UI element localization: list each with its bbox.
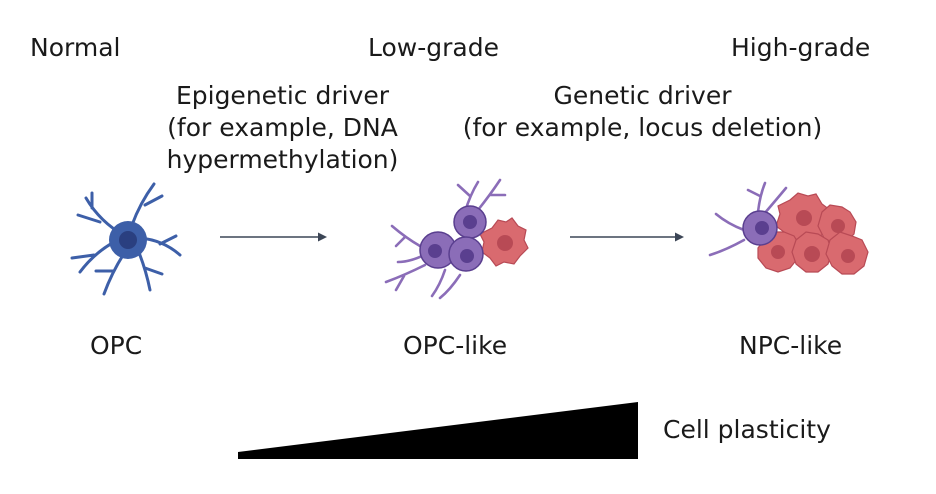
epigenetic-driver-line-3: hypermethylation) [166, 145, 399, 174]
epigenetic-driver-line-1: Epigenetic driver [175, 81, 390, 110]
stage-low-grade-label: Low-grade [368, 33, 499, 62]
opc-like-cluster-icon [384, 178, 529, 300]
arrow-genetic [570, 232, 684, 242]
epigenetic-driver-label: Epigenetic driver (for example, DNA hype… [150, 80, 415, 176]
cell-plasticity-wedge [238, 402, 638, 459]
opc-label: OPC [90, 331, 143, 360]
epigenetic-driver-line-2: (for example, DNA [167, 113, 398, 142]
arrow-epigenetic [220, 232, 327, 242]
opc-cell-icon [70, 182, 182, 296]
genetic-driver-line-2: (for example, locus deletion) [462, 113, 823, 142]
cell-plasticity-label: Cell plasticity [663, 415, 831, 444]
genetic-driver-line-1: Genetic driver [553, 81, 732, 110]
stage-high-grade-label: High-grade [731, 33, 871, 62]
npc-like-cluster-icon [708, 181, 869, 275]
stage-normal-label: Normal [30, 33, 121, 62]
opc-like-label: OPC-like [403, 331, 508, 360]
genetic-driver-label: Genetic driver (for example, locus delet… [455, 80, 830, 144]
npc-like-label: NPC-like [739, 331, 843, 360]
